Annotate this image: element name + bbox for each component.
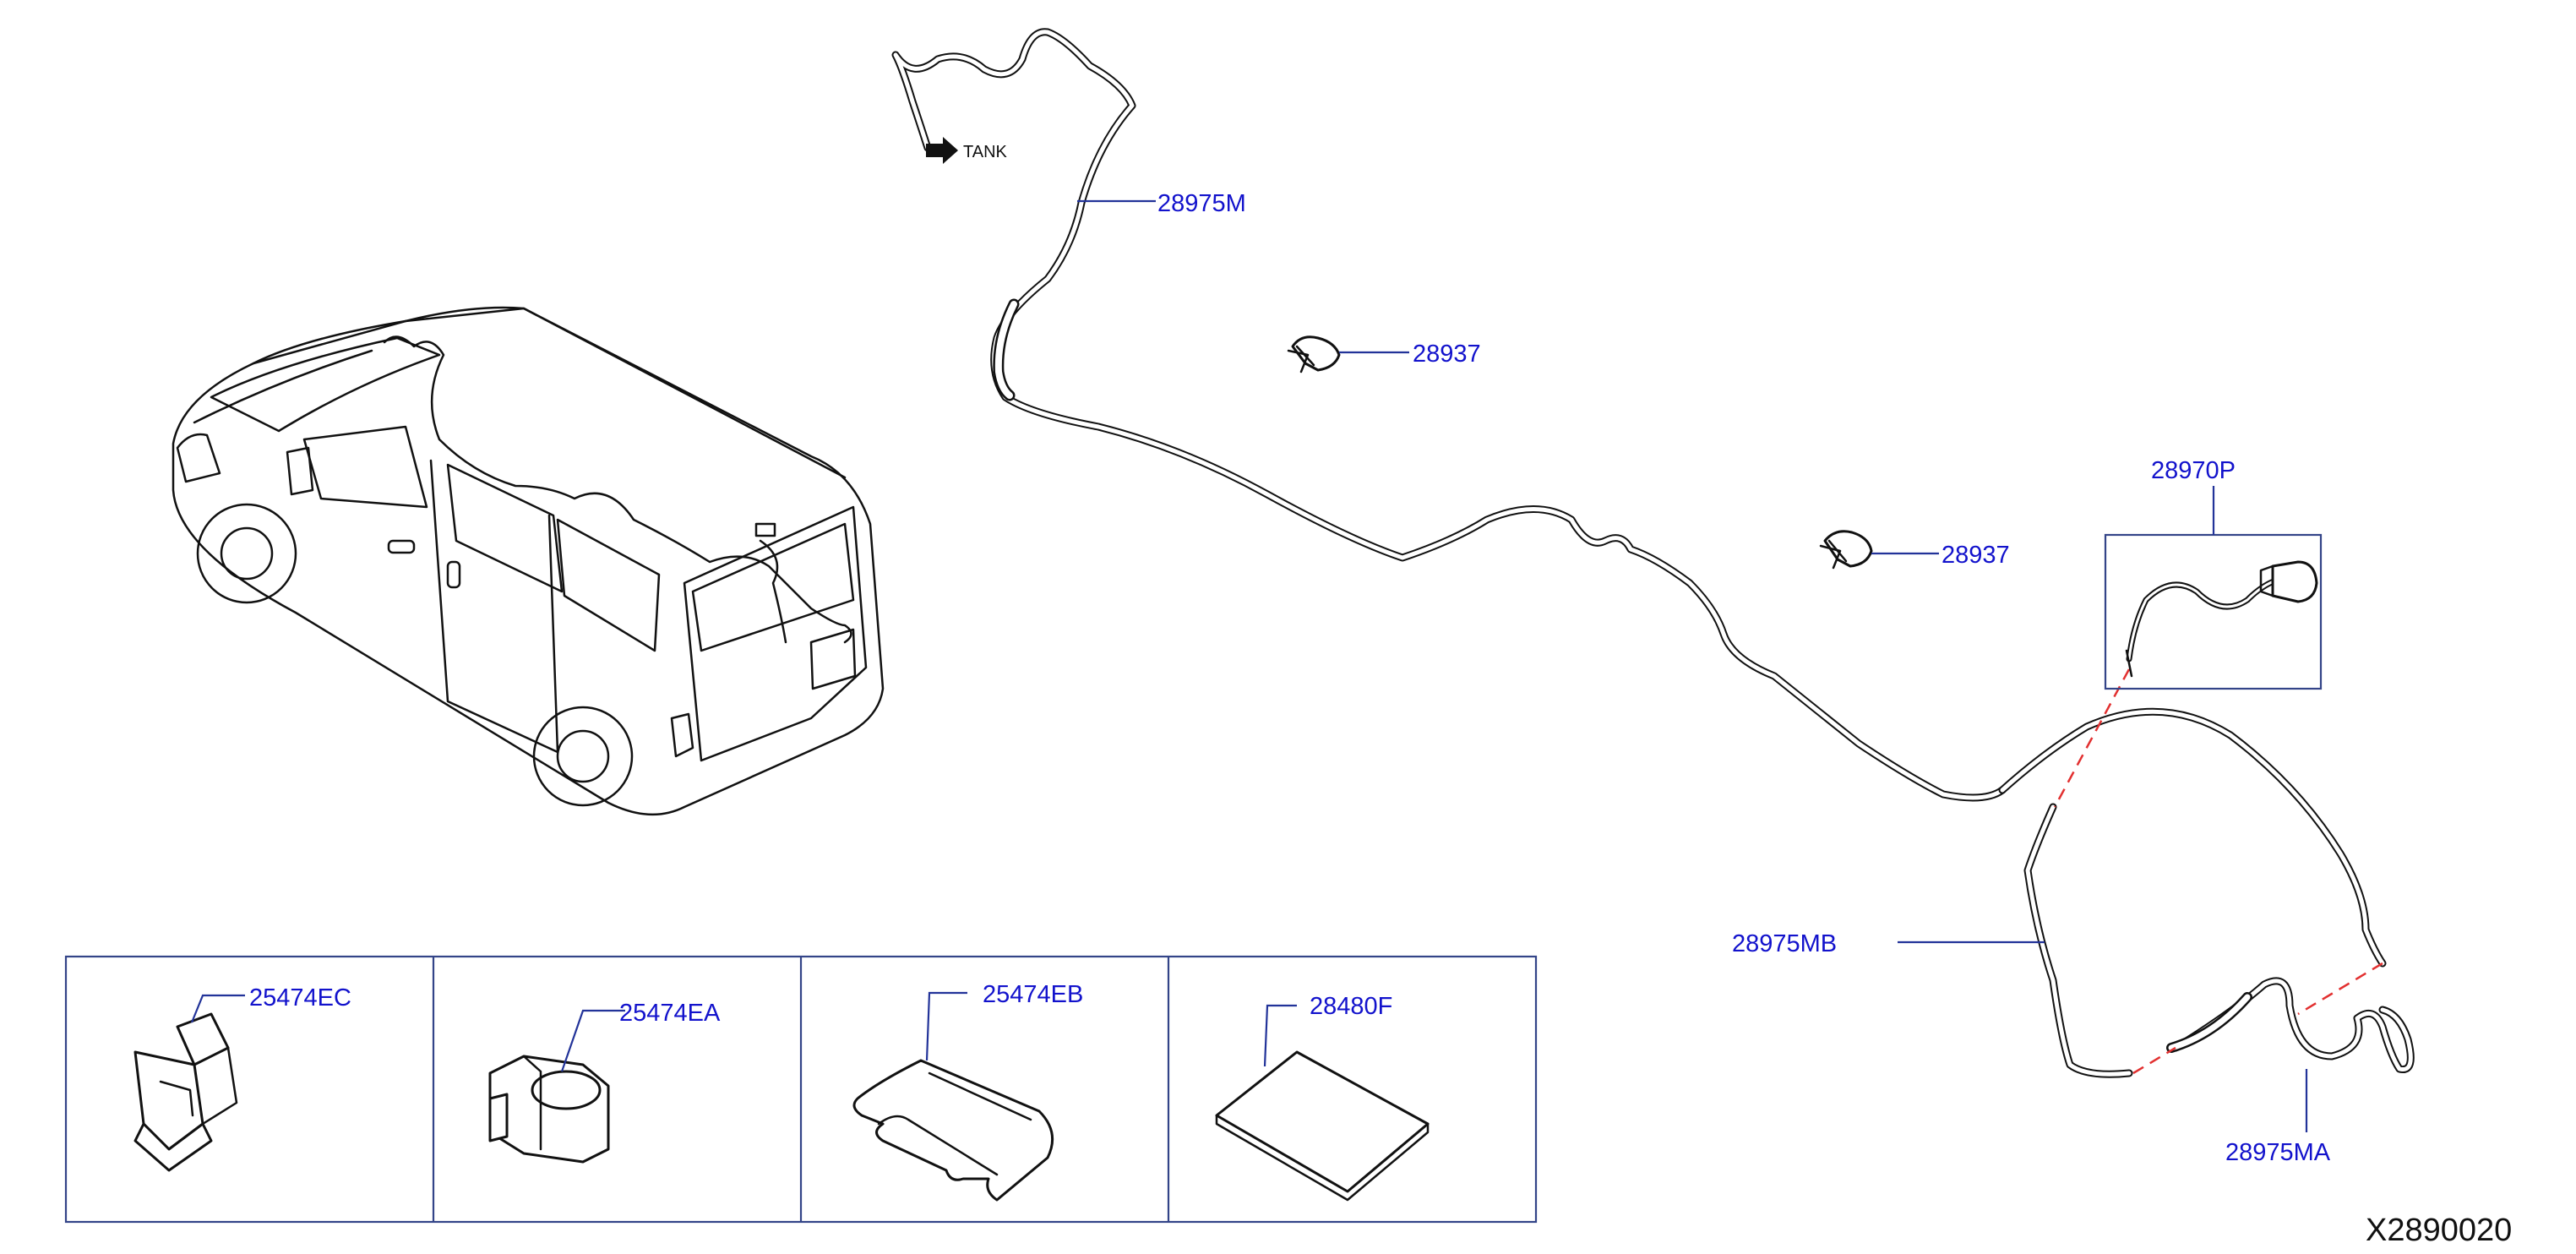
part-label-25474EA: 25474EA [619, 1000, 721, 1027]
connection-lines [2053, 668, 2383, 1075]
parts-box: 25474EC 25474EA 25474EB 28480F [64, 955, 1538, 1224]
callout-hose-main: 28975M [1157, 190, 1246, 217]
callout-nozzle: 28970P [2151, 457, 2236, 484]
part-28480F: 28480F [1215, 993, 1430, 1202]
callout-hose-end: 28975MA [2225, 1139, 2331, 1166]
callout-hose-rear: 28975MB [1732, 930, 1837, 957]
clip-28937-lower [1819, 530, 1873, 570]
tank-direction-marker: TANK [926, 137, 1008, 164]
washer-hose-28975M [891, 28, 2387, 968]
van-illustration [172, 306, 885, 816]
part-25474EA: 25474EA [488, 1000, 721, 1164]
callout-clip-lower: 28937 [1942, 542, 2010, 569]
part-25474EB: 25474EB [852, 981, 1083, 1202]
part-label-25474EC: 25474EC [249, 984, 351, 1011]
callout-clip-upper: 28937 [1413, 341, 1481, 368]
leader-lines [1077, 199, 2308, 1132]
part-label-28480F: 28480F [1310, 993, 1392, 1020]
washer-hose-28975MA [2166, 977, 2415, 1074]
diagram-number: X2890020 [2366, 1213, 2512, 1248]
tank-label: TANK [963, 143, 1008, 161]
washer-hose-28975MB [2023, 803, 2133, 1078]
nozzle-28970P [2104, 533, 2323, 690]
part-25474EC: 25474EC [133, 984, 351, 1172]
part-label-25474EB: 25474EB [983, 981, 1083, 1008]
clip-28937-upper [1287, 335, 1341, 373]
